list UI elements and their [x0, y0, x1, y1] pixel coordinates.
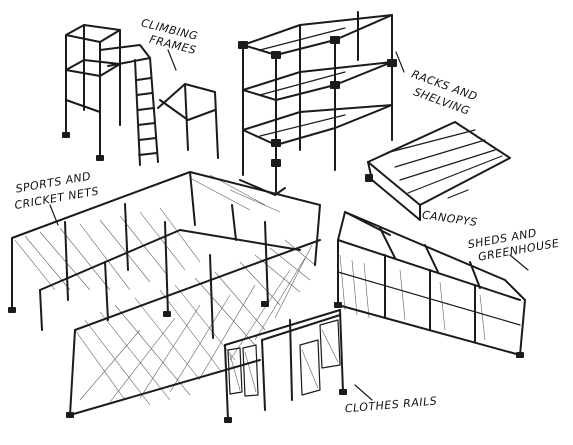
label-canopys: CANOPYS	[421, 208, 478, 229]
label-arrows	[49, 49, 529, 401]
shed-greenhouse-sketch	[334, 211, 526, 358]
racks-shelving-sketch	[238, 11, 397, 193]
label-racks-shelving: RACKS AND SHELVING	[410, 68, 480, 118]
climbing-frame-sketch	[62, 24, 219, 166]
canopy-sketch	[365, 121, 511, 221]
label-canopys-line1: CANOPYS	[421, 208, 478, 229]
label-sports-nets: SPORTS AND CRICKET NETS	[14, 170, 100, 213]
cricket-nets-sketch	[8, 171, 321, 418]
label-clothes-line1: CLOTHES RAILS	[344, 394, 437, 415]
label-clothes-rails: CLOTHES RAILS	[344, 394, 437, 415]
clothes-rails-sketch	[224, 309, 347, 423]
